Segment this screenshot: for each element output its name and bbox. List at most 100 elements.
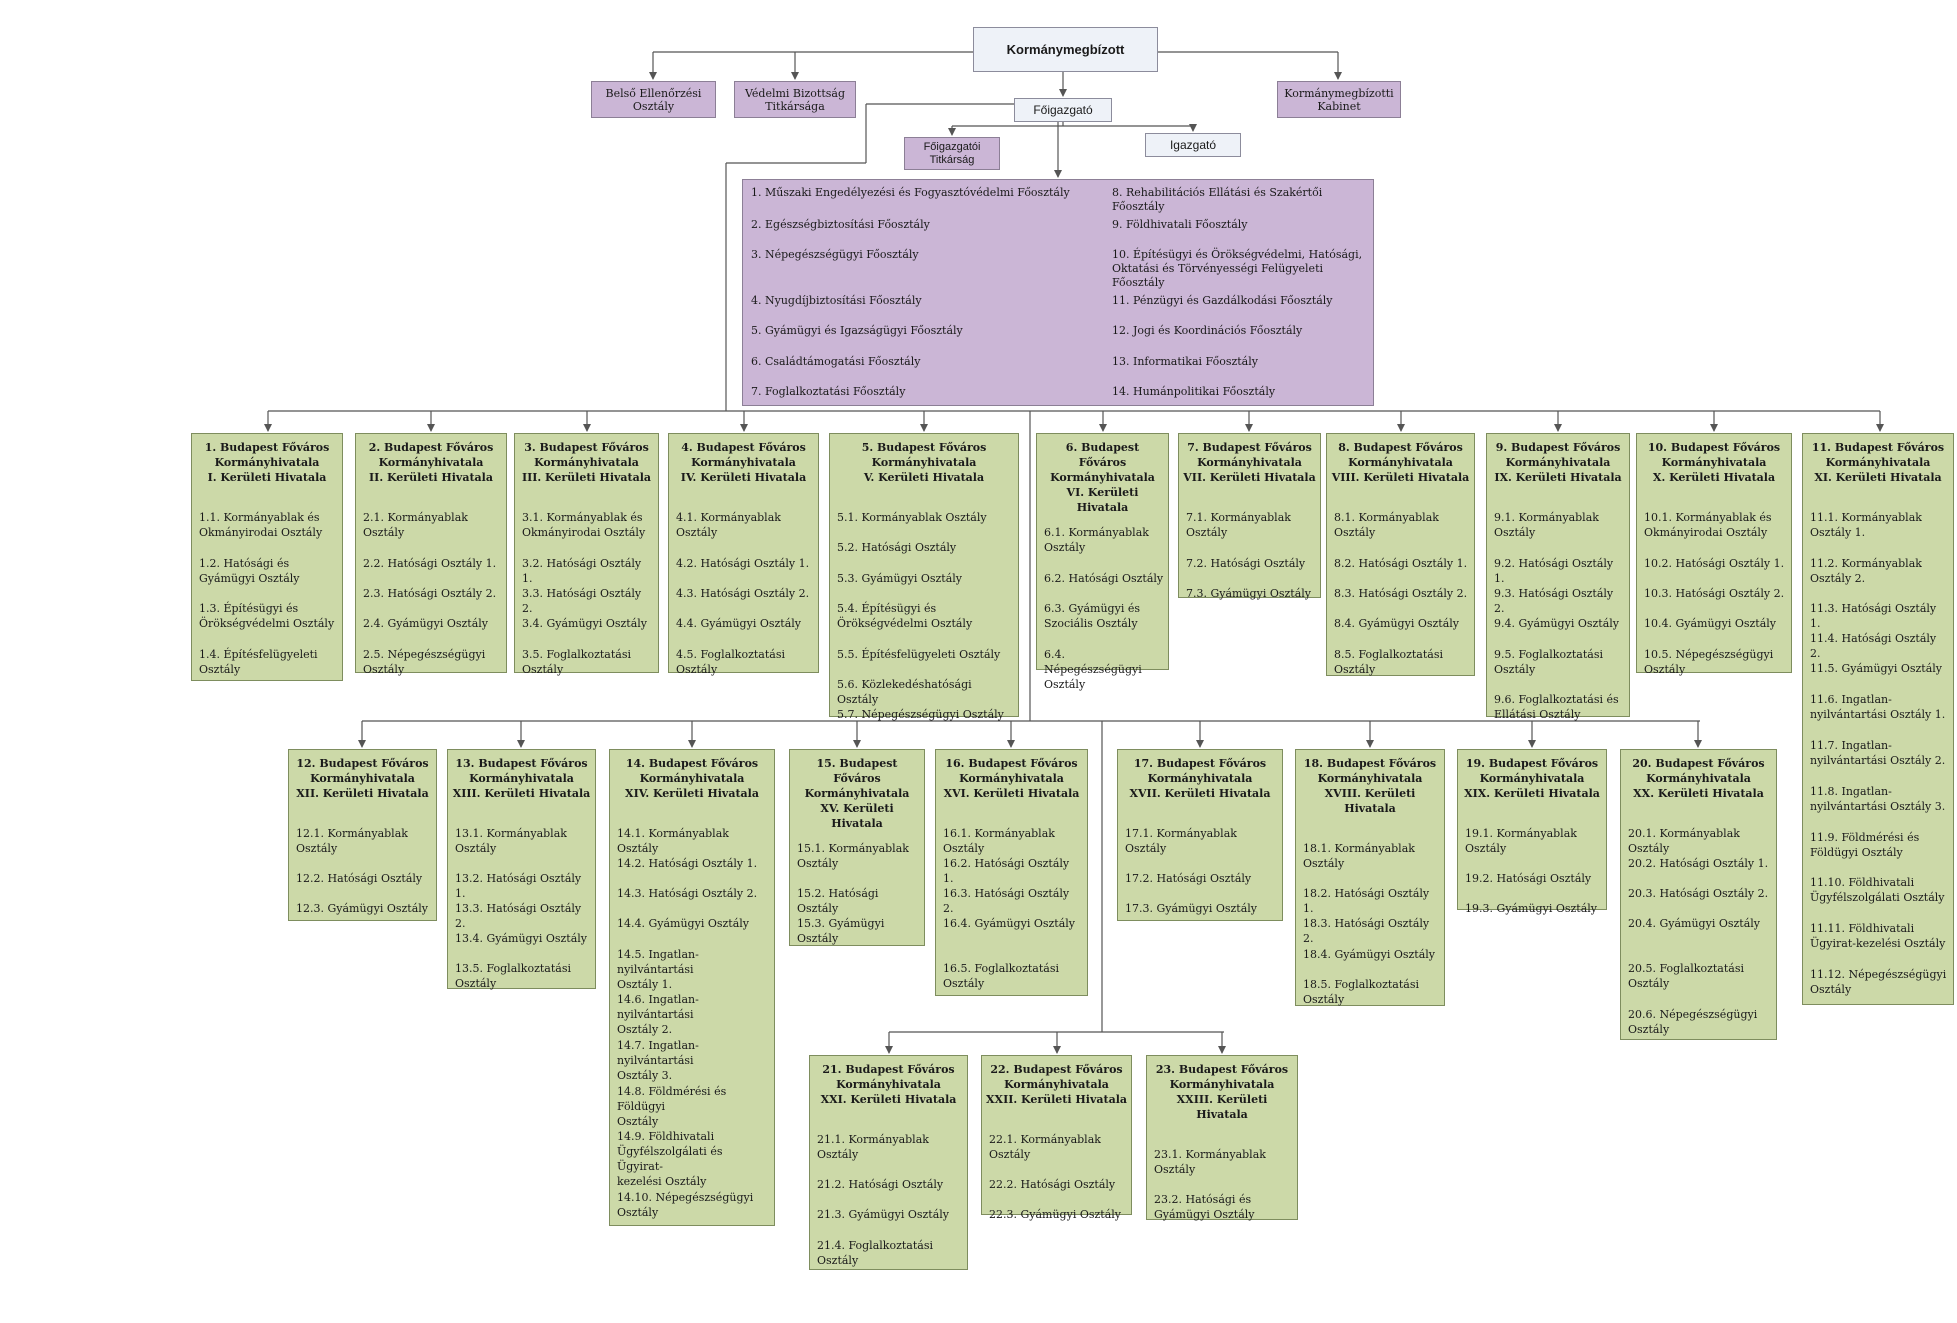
- department-item: 8.5. Foglalkoztatási Osztály: [1334, 648, 1443, 676]
- district-office-5: 5. Budapest Főváros Kormányhivatala V. K…: [829, 433, 1019, 721]
- main-department-7: 7. Foglalkoztatási Főosztály: [751, 385, 906, 398]
- department-item: 19.1. Kormányablak Osztály: [1465, 827, 1577, 855]
- district-office-10: 10. Budapest Főváros Kormányhivatala X. …: [1636, 433, 1792, 676]
- department-item: 20.2. Hatósági Osztály 1.: [1628, 857, 1769, 870]
- department-item: 11.8. Ingatlan- nyilvántartási Osztály 3…: [1810, 785, 1946, 813]
- department-item: 4.2. Hatósági Osztály 1.: [676, 557, 810, 570]
- department-item: 20.1. Kormányablak Osztály: [1628, 827, 1740, 855]
- district-office-21: 21. Budapest Főváros Kormányhivatala XXI…: [809, 1055, 968, 1270]
- department-item: 18.1. Kormányablak Osztály: [1303, 842, 1415, 870]
- department-item: 12.2. Hatósági Osztály: [296, 872, 423, 885]
- department-item: 11.11. Földhivatali Ügyirat-kezelési Osz…: [1810, 922, 1946, 950]
- department-item: 8.3. Hatósági Osztály 2.: [1334, 587, 1468, 600]
- district-office-title: 10. Budapest Főváros Kormányhivatala X. …: [1647, 441, 1781, 484]
- district-office-title: 21. Budapest Főváros Kormányhivatala XXI…: [820, 1063, 957, 1106]
- district-office-title: 14. Budapest Főváros Kormányhivatala XIV…: [625, 757, 759, 800]
- department-item: 13.4. Gyámügyi Osztály: [455, 932, 587, 945]
- department-item: 14.4. Gyámügyi Osztály: [617, 917, 749, 930]
- department-item: 14.5. Ingatlan-nyilvántartási Osztály 1.: [617, 948, 699, 991]
- district-office-6: 6. Budapest Főváros Kormányhivatala VI. …: [1036, 433, 1169, 691]
- district-office-title: 1. Budapest Főváros Kormányhivatala I. K…: [204, 441, 330, 484]
- district-office-title: 6. Budapest Főváros Kormányhivatala VI. …: [1050, 441, 1155, 514]
- department-item: 18.4. Gyámügyi Osztály: [1303, 948, 1435, 961]
- department-item: 8.2. Hatósági Osztály 1.: [1334, 557, 1468, 570]
- department-item: 12.1. Kormányablak Osztály: [296, 827, 408, 855]
- department-item: 11.12. Népegészségügyi Osztály: [1810, 968, 1947, 996]
- district-office-title: 11. Budapest Főváros Kormányhivatala XI.…: [1811, 441, 1945, 484]
- main-department-11: 11. Pénzügyi és Gazdálkodási Főosztály: [1112, 294, 1333, 307]
- belso-ellenorzesi-label: Belső Ellenőrzési Osztály: [605, 86, 702, 113]
- department-item: 13.5. Foglalkoztatási Osztály: [455, 962, 571, 990]
- department-item: 3.1. Kormányablak és Okmányirodai Osztál…: [522, 511, 646, 539]
- department-item: 3.2. Hatósági Osztály 1.: [522, 557, 642, 585]
- department-item: 2.3. Hatósági Osztály 2.: [363, 587, 497, 600]
- department-item: 11.3. Hatósági Osztály 1.: [1810, 602, 1937, 630]
- foigazgatoi-titkarsag-box: Főigazgatói Titkárság: [904, 137, 1000, 170]
- district-office-16: 16. Budapest Főváros Kormányhivatala XVI…: [935, 749, 1088, 996]
- igazgato-box: Igazgató: [1145, 133, 1241, 157]
- department-item: 5.3. Gyámügyi Osztály: [837, 572, 963, 585]
- department-item: 6.2. Hatósági Osztály: [1044, 572, 1164, 585]
- department-item: 11.6. Ingatlan- nyilvántartási Osztály 1…: [1810, 693, 1946, 721]
- department-item: 2.5. Népegészségügyi Osztály: [363, 648, 486, 676]
- department-item: 16.1. Kormányablak Osztály: [943, 827, 1055, 855]
- department-item: 10.2. Hatósági Osztály 1.: [1644, 557, 1785, 570]
- district-office-title: 4. Budapest Főváros Kormányhivatala IV. …: [680, 441, 807, 484]
- department-item: 15.3. Gyámügyi Osztály: [797, 917, 885, 945]
- main-department-13: 13. Informatikai Főosztály: [1112, 355, 1258, 368]
- district-office-1: 1. Budapest Főváros Kormányhivatala I. K…: [191, 433, 343, 681]
- department-item: 22.1. Kormányablak Osztály: [989, 1133, 1101, 1161]
- head-label: Kormánymegbízott: [1006, 42, 1125, 57]
- department-item: 5.1. Kormányablak Osztály: [837, 511, 987, 524]
- department-item: 23.2. Hatósági és Gyámügyi Osztály: [1154, 1193, 1255, 1221]
- department-item: 16.3. Hatósági Osztály 2.: [943, 887, 1070, 915]
- department-item: 20.5. Foglalkoztatási Osztály: [1628, 962, 1744, 990]
- district-office-8: 8. Budapest Főváros Kormányhivatala VIII…: [1326, 433, 1475, 676]
- department-item: 4.4. Gyámügyi Osztály: [676, 617, 802, 630]
- department-item: 17.1. Kormányablak Osztály: [1125, 827, 1237, 855]
- department-item: 10.1. Kormányablak és Okmányirodai Osztá…: [1644, 511, 1772, 539]
- district-office-title: 17. Budapest Főváros Kormányhivatala XVI…: [1129, 757, 1271, 800]
- department-item: 9.6. Foglalkoztatási és Ellátási Osztály: [1494, 693, 1619, 721]
- department-item: 21.2. Hatósági Osztály: [817, 1178, 944, 1191]
- department-item: 14.3. Hatósági Osztály 2.: [617, 887, 758, 900]
- department-item: 9.2. Hatósági Osztály 1.: [1494, 557, 1614, 585]
- department-item: 22.2. Hatósági Osztály: [989, 1178, 1116, 1191]
- department-item: 11.4. Hatósági Osztály 2.: [1810, 632, 1937, 660]
- department-item: 4.1. Kormányablak Osztály: [676, 511, 781, 539]
- department-item: 13.3. Hatósági Osztály 2.: [455, 902, 582, 930]
- head-box: Kormánymegbízott: [973, 27, 1158, 72]
- main-department-14: 14. Humánpolitikai Főosztály: [1112, 385, 1276, 398]
- department-item: 4.3. Hatósági Osztály 2.: [676, 587, 810, 600]
- department-item: 3.5. Foglalkoztatási Osztály: [522, 648, 631, 676]
- belso-ellenorzesi-box: Belső Ellenőrzési Osztály: [591, 81, 716, 118]
- department-item: 11.7. Ingatlan- nyilvántartási Osztály 2…: [1810, 739, 1946, 767]
- department-item: 11.2. Kormányablak Osztály 2.: [1810, 557, 1922, 585]
- department-item: 14.1. Kormányablak Osztály: [617, 827, 729, 855]
- department-item: 14.9. Földhivatali Ügyfélszolgálati és Ü…: [617, 1130, 723, 1188]
- main-department-8: 8. Rehabilitációs Ellátási és Szakértői …: [1112, 186, 1323, 213]
- department-item: 14.7. Ingatlan-nyilvántartási Osztály 3.: [617, 1039, 699, 1082]
- department-item: 1.1. Kormányablak és Okmányirodai Osztál…: [199, 511, 323, 539]
- department-item: 15.2. Hatósági Osztály: [797, 887, 879, 915]
- department-item: 19.3. Gyámügyi Osztály: [1465, 902, 1597, 915]
- department-item: 13.1. Kormányablak Osztály: [455, 827, 567, 855]
- department-item: 5.4. Építésügyi és Örökségvédelmi Osztál…: [837, 602, 973, 630]
- district-office-3: 3. Budapest Főváros Kormányhivatala III.…: [514, 433, 659, 676]
- district-office-13: 13. Budapest Főváros Kormányhivatala XII…: [447, 749, 596, 990]
- district-office-9: 9. Budapest Főváros Kormányhivatala IX. …: [1486, 433, 1630, 721]
- department-item: 8.1. Kormányablak Osztály: [1334, 511, 1439, 539]
- district-office-title: 3. Budapest Főváros Kormányhivatala III.…: [521, 441, 652, 484]
- main-department-1: 1. Műszaki Engedélyezési és Fogyasztóvéd…: [751, 186, 1070, 199]
- district-office-title: 7. Budapest Főváros Kormányhivatala VII.…: [1183, 441, 1316, 484]
- district-office-23: 23. Budapest Főváros Kormányhivatala XXI…: [1146, 1055, 1298, 1221]
- department-item: 6.4. Népegészségügyi Osztály: [1044, 648, 1142, 691]
- main-department-6: 6. Családtámogatási Főosztály: [751, 355, 921, 368]
- department-item: 7.3. Gyámügyi Osztály: [1186, 587, 1312, 600]
- foigazgatoi-titkarsag-label: Főigazgatói Titkárság: [923, 140, 981, 166]
- foigazgato-label: Főigazgató: [1033, 103, 1093, 117]
- main-department-4: 4. Nyugdíjbiztosítási Főosztály: [751, 294, 922, 307]
- department-item: 18.2. Hatósági Osztály 1.: [1303, 887, 1430, 915]
- district-office-19: 19. Budapest Főváros Kormányhivatala XIX…: [1457, 749, 1607, 915]
